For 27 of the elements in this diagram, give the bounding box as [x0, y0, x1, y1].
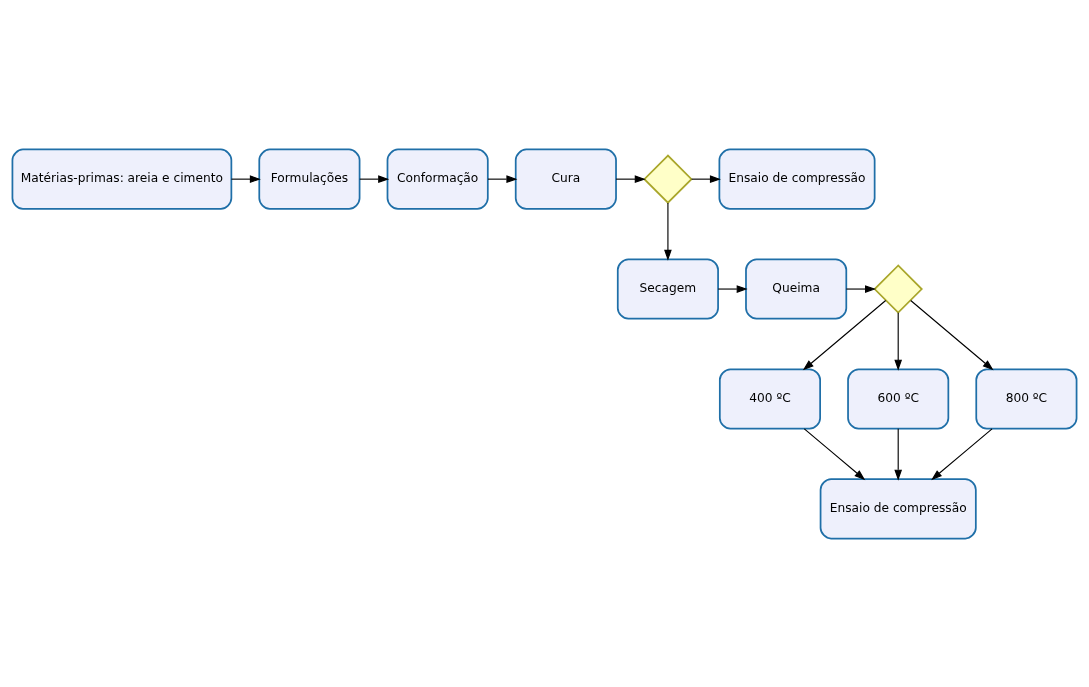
arrow: [359, 174, 390, 183]
arrow: [664, 201, 672, 261]
node-box: 800 ºC: [975, 367, 1078, 429]
node-box: 600 ºC: [847, 367, 950, 429]
node-box: 400 ºC: [718, 367, 821, 429]
arrow: [802, 299, 887, 370]
node-box: Matérias-primas: areia e cimento: [11, 148, 233, 210]
node-box: Ensaio de compressão: [819, 477, 977, 539]
node-box: Ensaio de compressão: [718, 148, 876, 210]
node-box: Secagem: [616, 258, 719, 320]
arrow: [230, 174, 261, 183]
arrow: [931, 427, 993, 480]
arrow: [894, 311, 903, 371]
arrow: [691, 174, 721, 183]
node-box: Conformação: [386, 148, 489, 210]
node-box: Cura: [514, 148, 617, 210]
arrow: [717, 284, 748, 293]
arrow: [910, 299, 994, 370]
node-diamond: [643, 153, 693, 204]
arrow: [803, 427, 866, 480]
node-box: Queima: [745, 258, 848, 320]
arrow: [894, 427, 903, 481]
node-box: Formulações: [258, 148, 361, 210]
node-diamond: [873, 263, 923, 314]
arrow: [615, 174, 646, 183]
arrow: [845, 284, 877, 293]
arrow: [487, 174, 518, 183]
